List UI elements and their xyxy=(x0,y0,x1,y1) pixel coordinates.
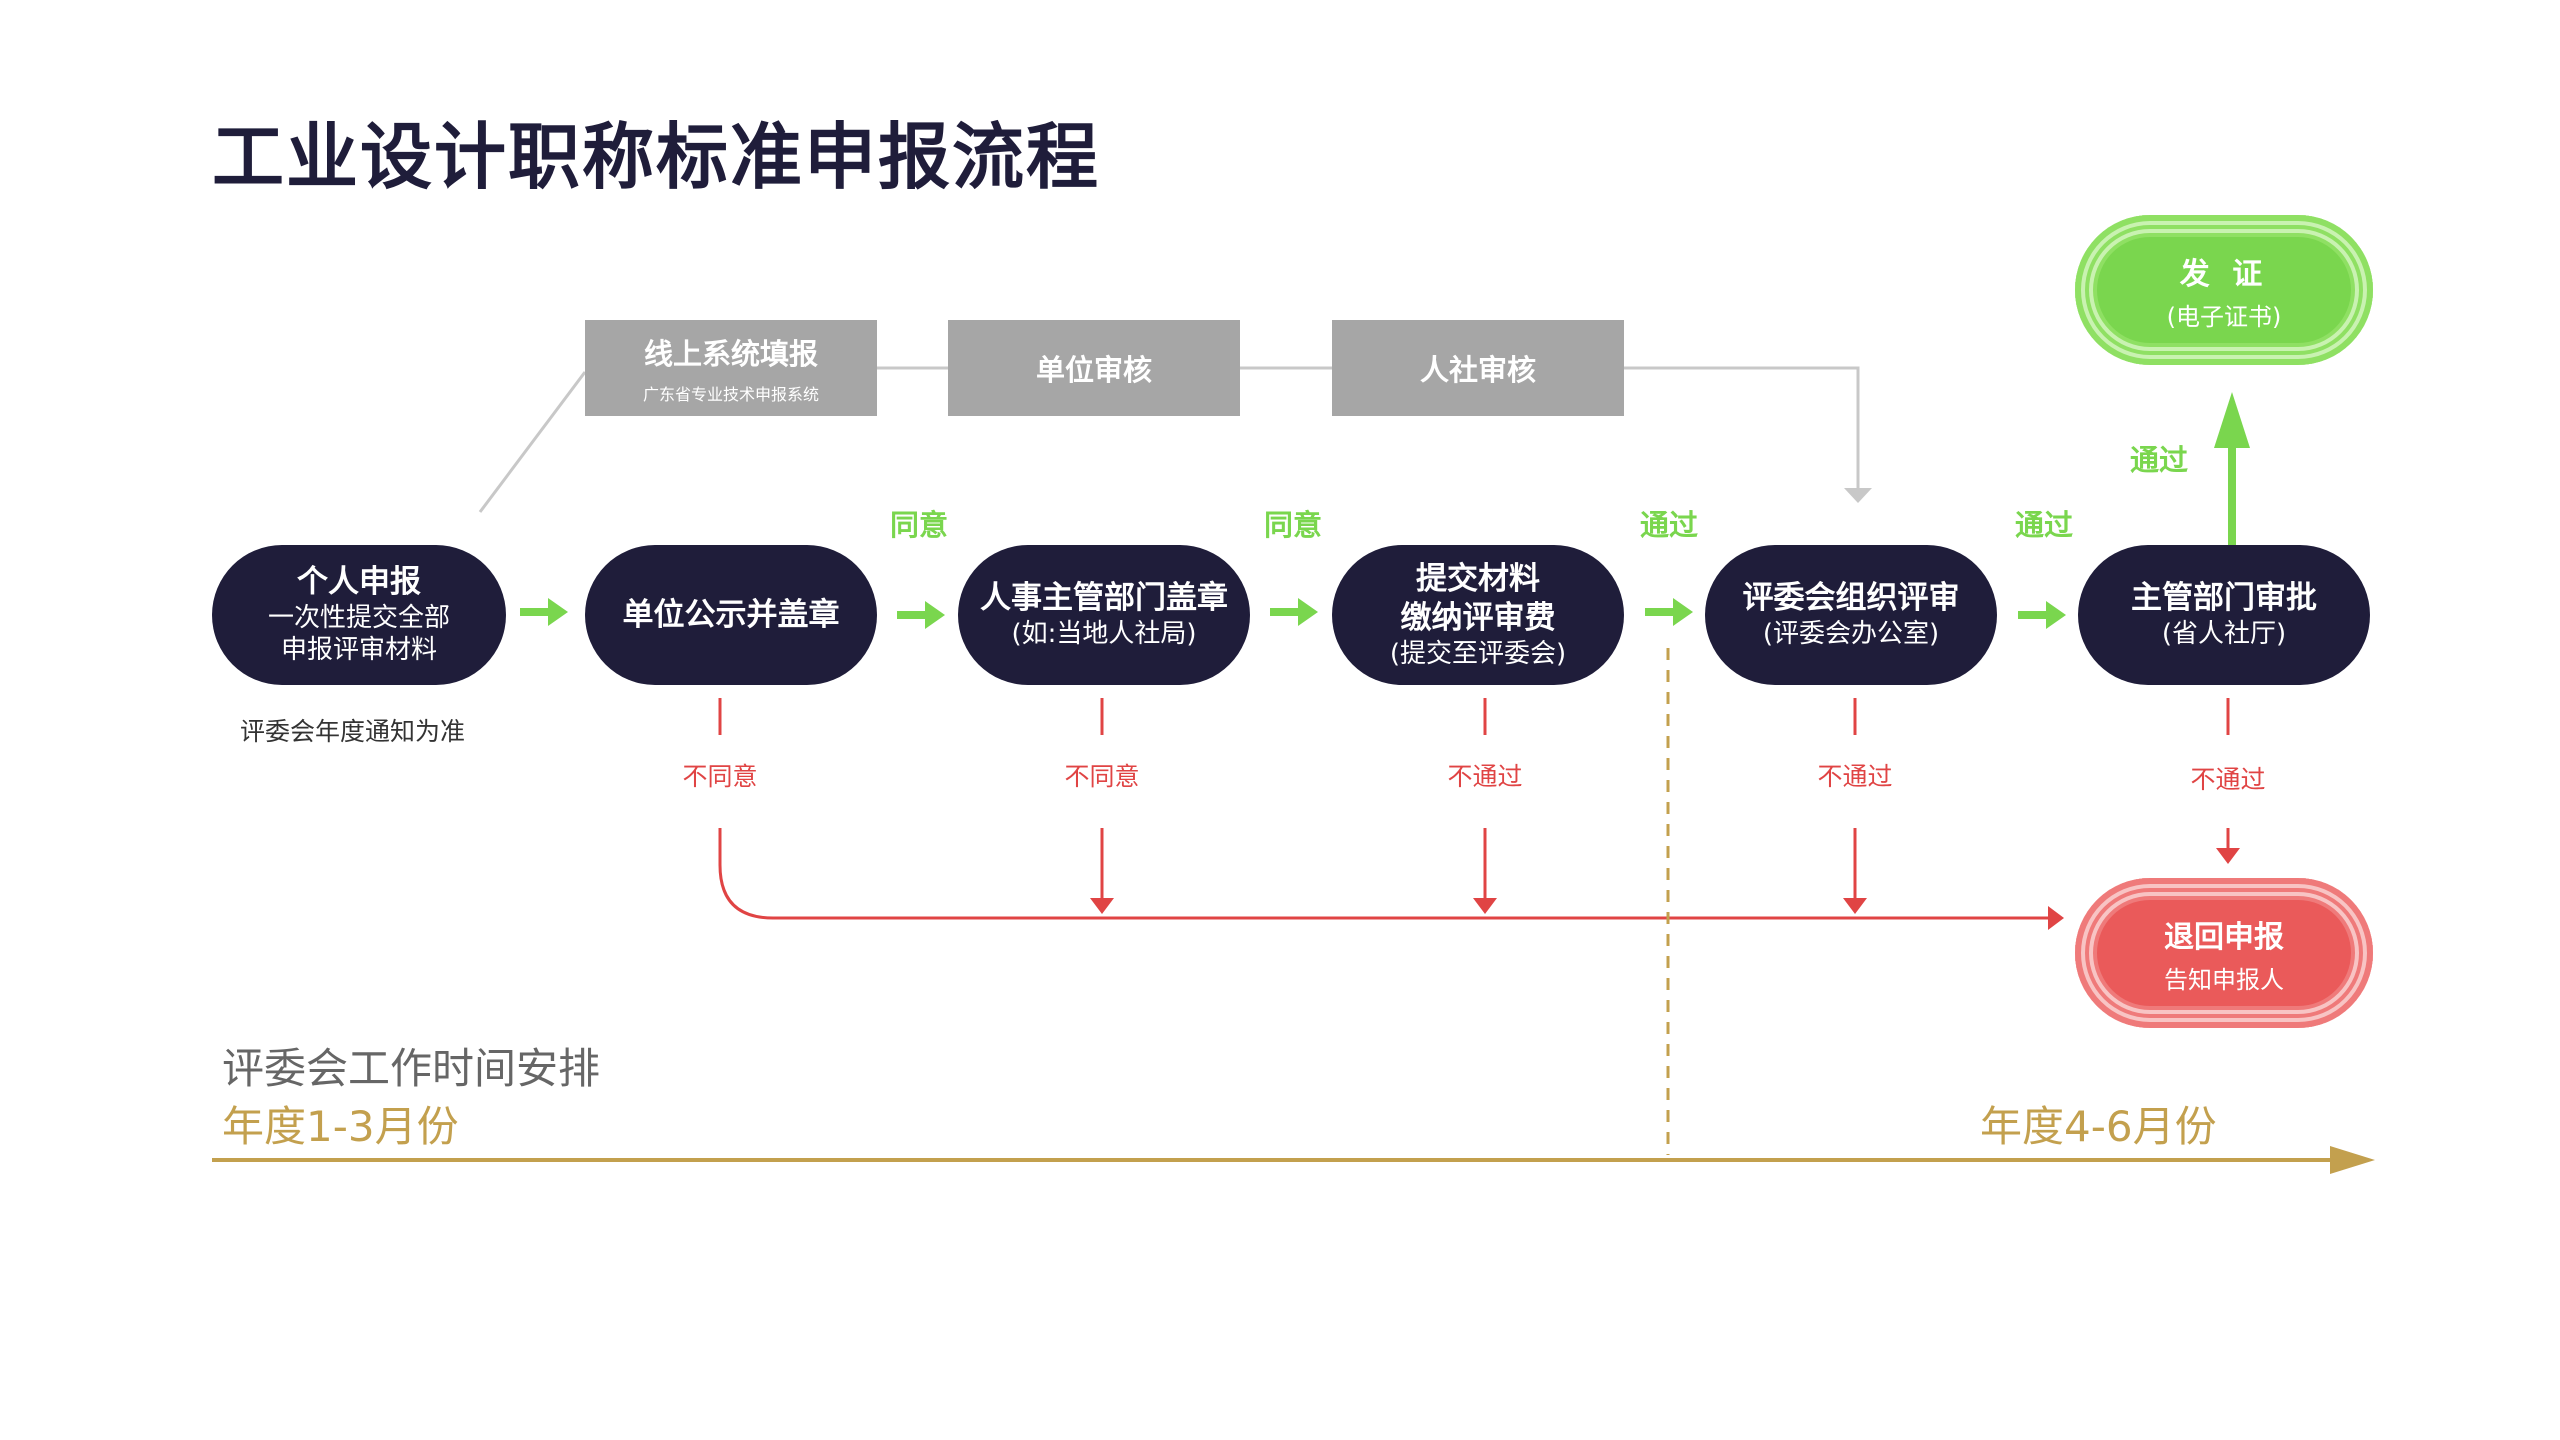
reject-label: 不同意 xyxy=(682,762,758,791)
step-sub: (如:当地人社局) xyxy=(1011,619,1197,650)
step-label: 人事主管部门盖章 xyxy=(980,580,1228,617)
return-application-node: 退回申报 告知申报人 xyxy=(2075,878,2373,1028)
online-step-label: 单位审核 xyxy=(1035,353,1152,387)
step-personal-apply: 个人申报 一次性提交全部 申报评审材料 xyxy=(212,545,506,685)
step-sub: 一次性提交全部 xyxy=(267,602,450,633)
step-label: 个人申报 xyxy=(297,564,421,601)
step-unit-publicize: 单位公示并盖章 xyxy=(585,545,877,685)
return-application-sub: 告知申报人 xyxy=(2164,965,2284,994)
period-label-q1: 年度1-3月份 xyxy=(222,1102,459,1151)
step-sub: 申报评审材料 xyxy=(280,635,437,666)
step-label: 评委会组织评审 xyxy=(1742,580,1960,617)
online-step-label: 线上系统填报 xyxy=(643,337,818,371)
online-flow-lines xyxy=(478,366,1860,513)
step-authority-approve: 主管部门审批 (省人社厅) xyxy=(2078,545,2370,685)
online-step-label: 人社审核 xyxy=(1419,353,1536,387)
step-sub: (评委会办公室) xyxy=(1762,619,1940,650)
flow-label-agree: 同意 xyxy=(1264,508,1323,542)
gray-arrow-head xyxy=(1844,488,1872,503)
issue-certificate-label: 发 证 xyxy=(2179,256,2269,292)
online-step-hr-review: 人社审核 xyxy=(1332,320,1624,416)
flow-label-pass: 通过 xyxy=(1640,508,1699,542)
schedule-title: 评委会工作时间安排 xyxy=(222,1044,601,1093)
annual-notice-note: 评委会年度通知为准 xyxy=(240,717,466,746)
step-committee-review: 评委会组织评审 (评委会办公室) xyxy=(1705,545,1997,685)
reject-label: 不同意 xyxy=(1064,762,1140,791)
timeline-arrow xyxy=(212,1146,2375,1174)
online-step-system-fill: 线上系统填报 广东省专业技术申报系统 xyxy=(585,320,877,416)
step-submit-pay: 提交材料 缴纳评审费 (提交至评委会) xyxy=(1332,545,1624,685)
online-step-sub: 广东省专业技术申报系统 xyxy=(642,385,819,404)
green-arrow-up xyxy=(2214,392,2250,562)
flow-label-agree: 同意 xyxy=(890,508,949,542)
step-label: 主管部门审批 xyxy=(2131,580,2317,617)
reject-label: 不通过 xyxy=(1817,762,1893,791)
step-label: 提交材料 xyxy=(1416,561,1540,597)
reject-label: 不通过 xyxy=(1447,762,1523,791)
issue-certificate-node: 发 证 (电子证书) xyxy=(2075,215,2373,365)
step-sub: (提交至评委会) xyxy=(1389,638,1567,669)
flow-label-pass: 通过 xyxy=(2015,508,2074,542)
red-reject-lines xyxy=(718,698,2230,920)
return-application-label: 退回申报 xyxy=(2164,919,2284,955)
online-step-unit-review: 单位审核 xyxy=(948,320,1240,416)
reject-label: 不通过 xyxy=(2190,765,2266,794)
page-title: 工业设计职称标准申报流程 xyxy=(212,115,1101,199)
green-arrows xyxy=(520,598,2066,629)
step-hr-dept-stamp: 人事主管部门盖章 (如:当地人社局) xyxy=(958,545,1250,685)
step-label: 缴纳评审费 xyxy=(1400,599,1556,636)
period-label-q2: 年度4-6月份 xyxy=(1980,1102,2217,1151)
flow-label-pass-up: 通过 xyxy=(2130,443,2189,477)
step-label: 单位公示并盖章 xyxy=(622,596,840,633)
step-sub: (省人社厅) xyxy=(2161,619,2287,650)
red-arrow-heads xyxy=(1090,848,2240,930)
issue-certificate-sub: (电子证书) xyxy=(2166,302,2282,331)
